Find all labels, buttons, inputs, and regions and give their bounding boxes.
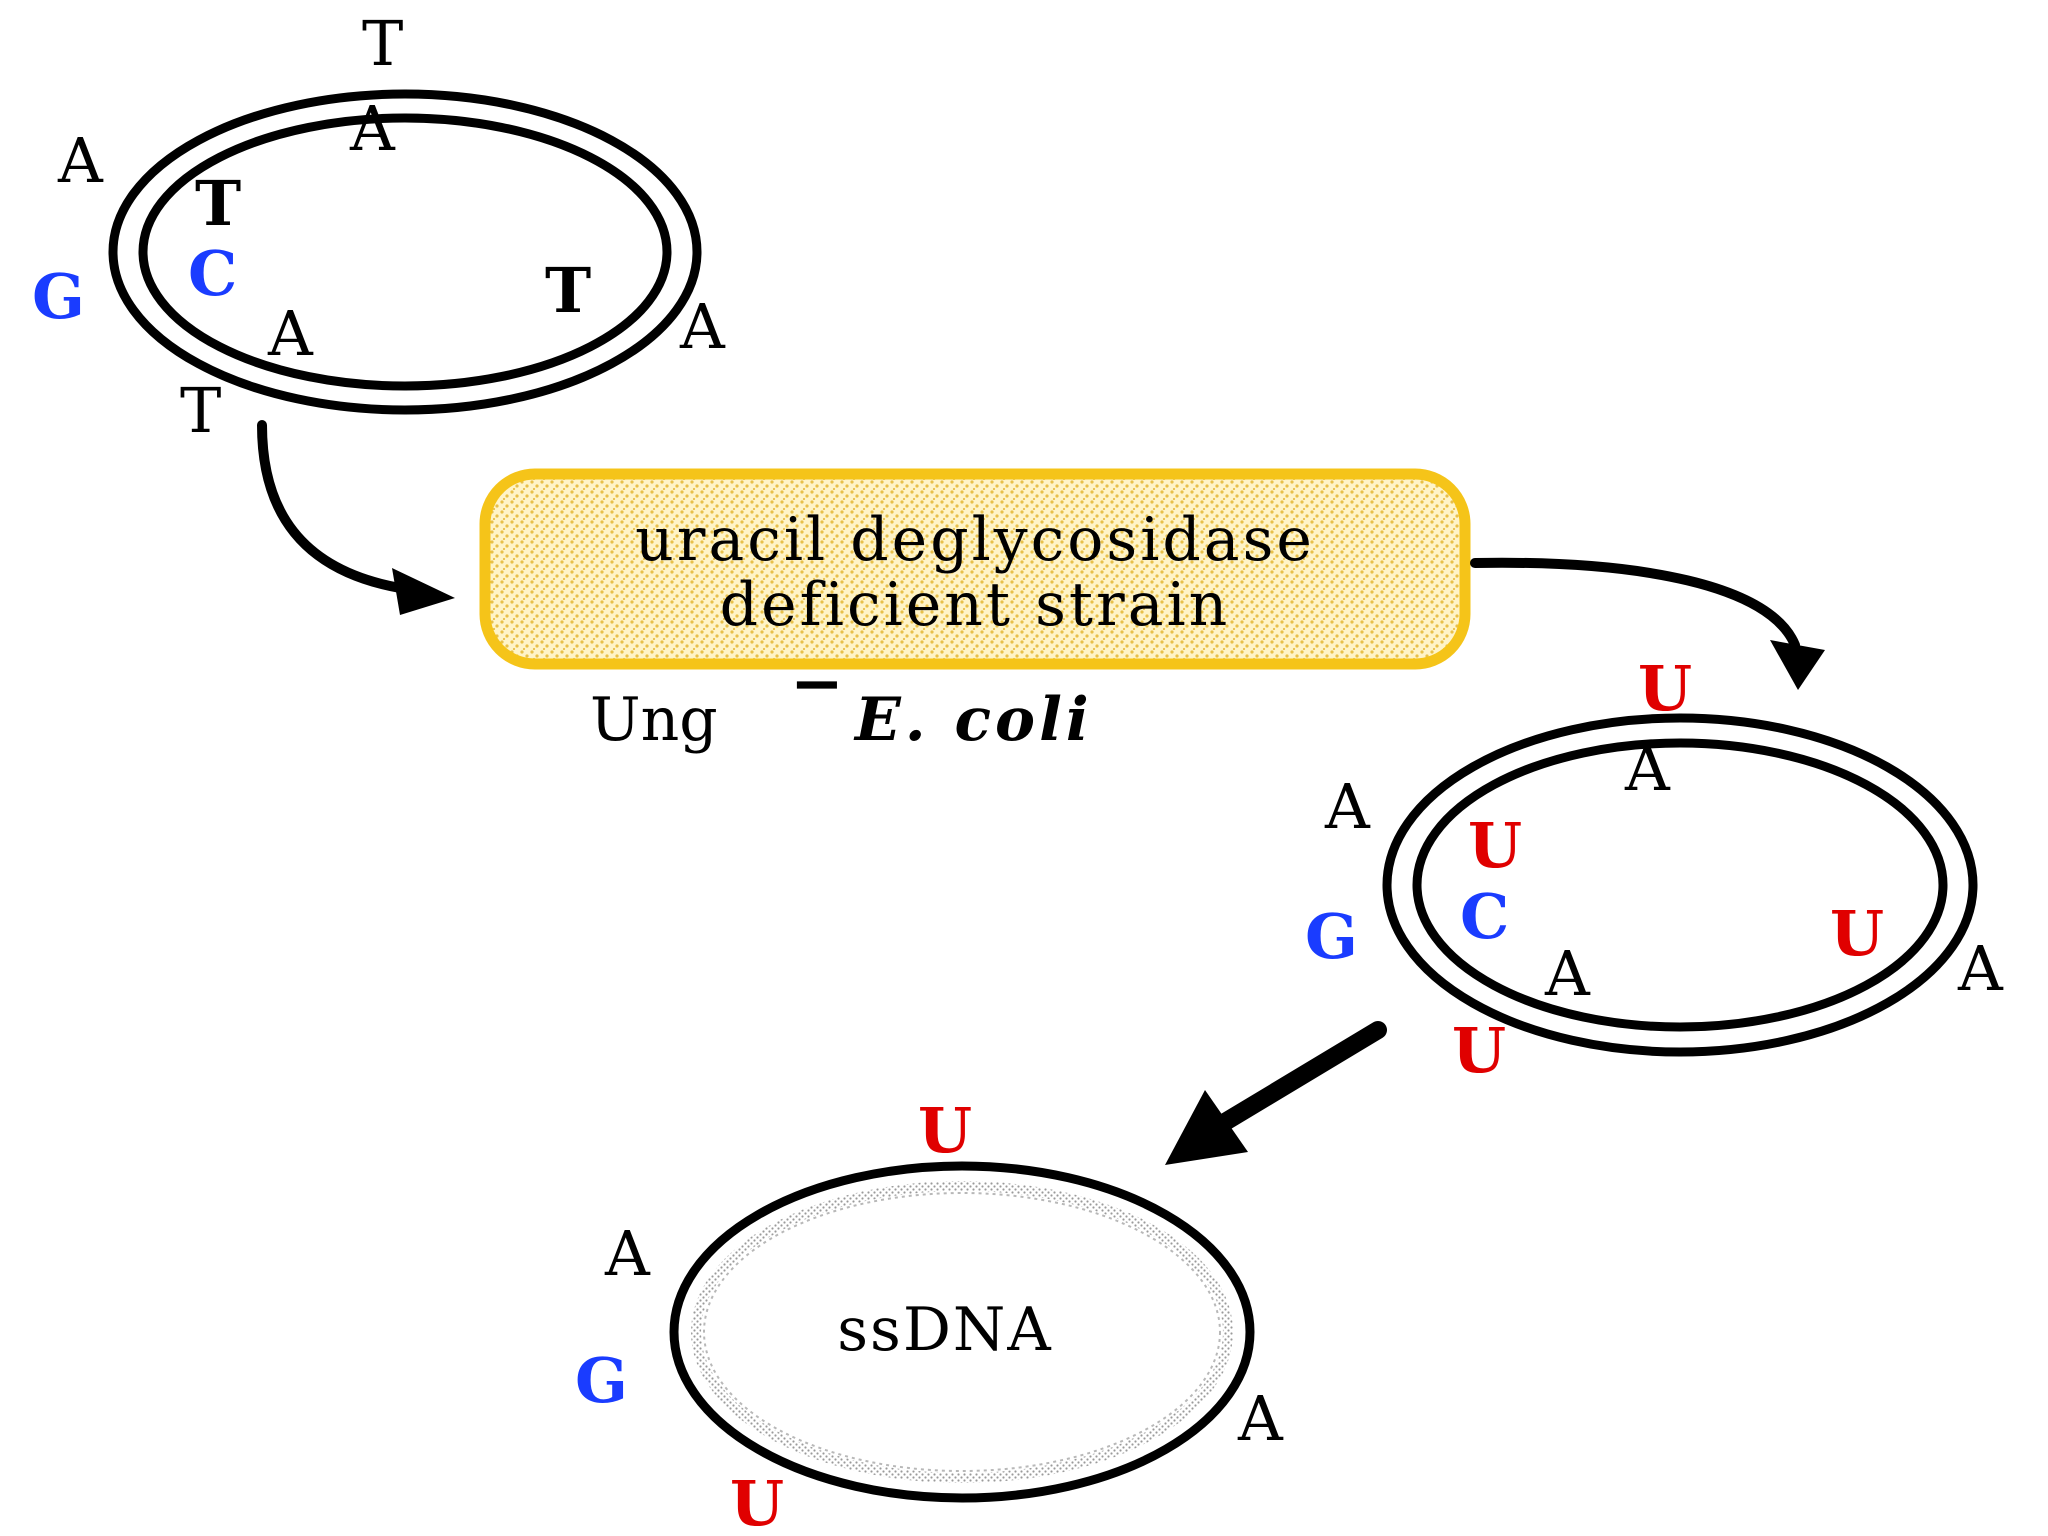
process-box-frame — [479, 468, 1471, 670]
strain-name: Ung — [590, 685, 718, 755]
top-inner-base-lower-left: A — [267, 297, 314, 370]
top-inner-base-right: T — [545, 254, 591, 327]
ssdna-base-upper-left: A — [604, 1217, 651, 1290]
ssdna-dotted-ring — [691, 1181, 1233, 1483]
top-outer-base-left: G — [32, 260, 85, 333]
top-plasmid-outer-strand — [108, 89, 702, 415]
ssdna-base-right: A — [1237, 1382, 1284, 1455]
arrow-to-process-box-head — [392, 568, 455, 615]
arrow-to-ssdna — [1211, 1021, 1387, 1134]
middle-plasmid-inner-strand — [1412, 738, 1948, 1032]
process-box-line1: uracil deglycosidase — [635, 505, 1315, 575]
top-inner-base-top: A — [349, 92, 396, 165]
middle-inner-base-right: U — [1830, 897, 1884, 970]
ssdna-base-top: U — [918, 1094, 972, 1167]
top-outer-base-bottom-left: T — [180, 374, 221, 447]
middle-outer-base-bottom-left: U — [1452, 1014, 1506, 1087]
middle-inner-base-left: C — [1460, 880, 1509, 953]
strain-label: Ung − E. coli — [590, 646, 1093, 755]
middle-outer-base-upper-left: A — [1324, 770, 1371, 843]
ssdna-dotted-ring-inner — [703, 1192, 1221, 1472]
arrow-to-middle-plasmid — [1470, 557, 1800, 650]
strain-species: E. coli — [853, 685, 1093, 755]
middle-inner-base-top: A — [1624, 732, 1671, 805]
top-plasmid: T A G T A A T C A T — [32, 7, 726, 447]
arrow-to-ssdna-head — [1165, 1090, 1248, 1165]
middle-plasmid-outer-strand — [1382, 713, 1978, 1057]
middle-inner-base-upper-left: U — [1468, 809, 1522, 882]
middle-outer-base-left: G — [1305, 900, 1358, 973]
arrow-to-process-box — [257, 420, 405, 593]
middle-plasmid: U A G U A A U C A U — [1305, 652, 2004, 1087]
ssdna-label: ssDNA — [837, 1295, 1053, 1365]
ssdna-circle: ssDNA U A G U A — [575, 1094, 1284, 1536]
middle-inner-base-lower-left: A — [1544, 937, 1591, 1010]
top-outer-base-upper-left: A — [57, 124, 104, 197]
ssdna-outer-strand — [669, 1161, 1255, 1503]
strain-superscript: − — [790, 646, 844, 721]
top-plasmid-inner-strand — [138, 113, 672, 391]
ssdna-base-left: G — [575, 1344, 628, 1417]
top-inner-base-left: C — [188, 237, 237, 310]
top-inner-base-upper-left: T — [195, 167, 241, 240]
middle-outer-base-right: A — [1957, 932, 2004, 1005]
ssdna-base-bottom-left: U — [730, 1467, 784, 1536]
top-outer-base-right: A — [679, 290, 726, 363]
process-box-line2: deficient strain — [720, 570, 1231, 640]
top-outer-base-top: T — [362, 7, 403, 80]
middle-outer-base-top: U — [1638, 652, 1692, 725]
process-box: uracil deglycosidase deficient strain — [479, 468, 1471, 670]
arrow-to-middle-plasmid-head — [1770, 640, 1825, 690]
